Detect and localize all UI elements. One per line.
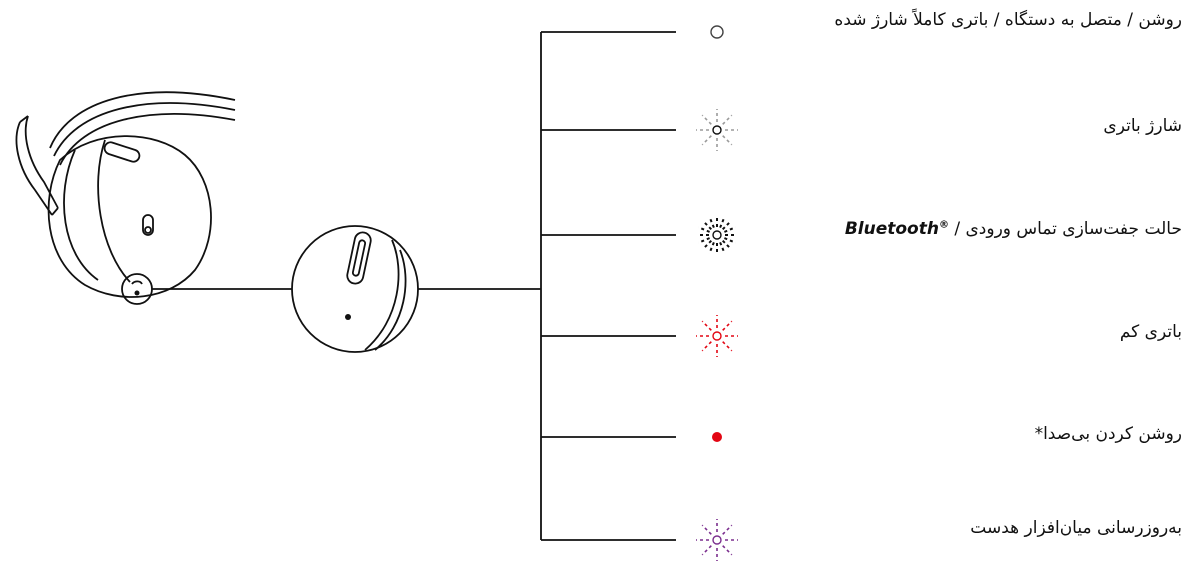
led-flashing-red-icon — [696, 315, 738, 357]
led-flashing-white-icon — [697, 215, 737, 255]
led-ray — [701, 320, 712, 331]
led-center — [712, 125, 722, 135]
state-label-pairing-prefix: حالت جفت‌سازی تماس ورودی / — [954, 219, 1182, 239]
led-ray — [701, 135, 712, 146]
led-ray — [724, 237, 736, 244]
led-ray — [722, 524, 733, 535]
zoom-detail-circle — [291, 225, 419, 353]
led-center — [712, 230, 722, 240]
state-label-charging: شارژ باتری — [1103, 116, 1182, 136]
led-ray — [702, 239, 713, 250]
led-indicator-dot — [345, 314, 351, 320]
led-ray — [702, 220, 713, 231]
led-ray — [698, 226, 710, 233]
led-ray — [708, 216, 715, 228]
state-bracket — [540, 31, 676, 541]
led-ray — [721, 239, 732, 250]
led-flashing-purple-icon — [696, 519, 738, 561]
led-icons-group — [696, 25, 738, 561]
led-ray — [701, 114, 712, 125]
led-center — [712, 535, 722, 545]
led-pulsing-white-icon — [696, 109, 738, 151]
led-ray — [719, 216, 726, 228]
led-ray — [722, 545, 733, 556]
led-ray — [701, 524, 712, 535]
led-ray — [708, 242, 715, 254]
state-label-pairing-incoming-call: حالت جفت‌سازی تماس ورودی / Bluetooth® — [845, 219, 1182, 239]
led-ray — [722, 341, 733, 352]
state-label-firmware-update: به‌روزرسانی میان‌افزار هدست — [970, 518, 1182, 538]
headset-illustration — [15, 91, 236, 305]
state-label-low-battery: باتری کم — [1119, 322, 1182, 342]
state-label-power-on-muted: روشن کردن بی‌صدا* — [1034, 424, 1182, 444]
state-label-on-connected-full: روشن / متصل به دستگاه / باتری کاملاً شار… — [834, 10, 1182, 30]
led-ray — [698, 237, 710, 244]
led-solid-red-icon — [712, 432, 722, 442]
led-ray — [722, 114, 733, 125]
led-solid-white-icon — [710, 25, 724, 39]
led-ray — [719, 242, 726, 254]
led-center — [712, 331, 722, 341]
led-ray — [701, 545, 712, 556]
state-label-bluetooth: Bluetooth® — [844, 219, 949, 239]
led-ray — [701, 341, 712, 352]
led-ray — [724, 226, 736, 233]
led-ray — [722, 135, 733, 146]
led-ray — [721, 220, 732, 231]
led-ray — [722, 320, 733, 331]
